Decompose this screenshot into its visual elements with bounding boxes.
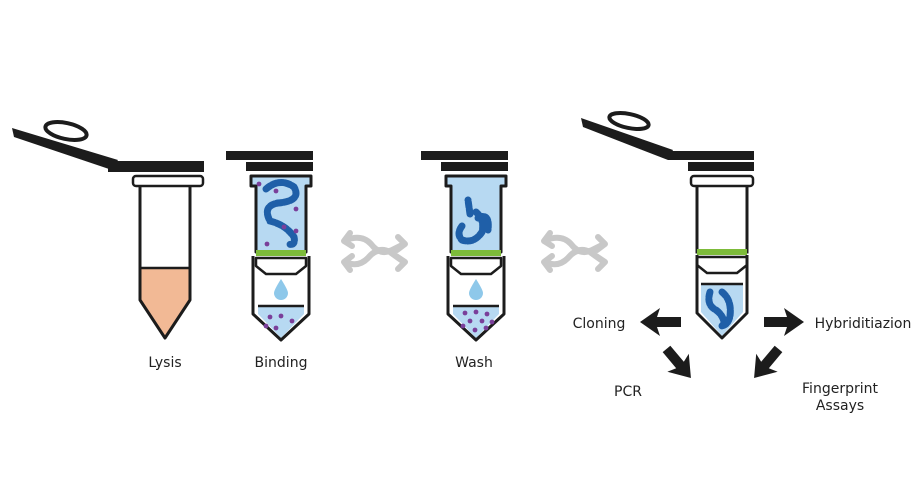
cycle-arrows-icon bbox=[541, 230, 608, 273]
dna-strand-icon bbox=[262, 179, 300, 248]
lysis-tube-icon bbox=[12, 120, 205, 340]
cloning-label: Cloning bbox=[572, 316, 626, 332]
elution-tube-icon bbox=[581, 110, 755, 340]
binding-column-icon bbox=[226, 151, 313, 342]
drop-icon bbox=[469, 279, 483, 300]
binding-label: Binding bbox=[254, 355, 308, 371]
wash-column-icon bbox=[421, 151, 508, 342]
fingerprint-label-line1: Fingerprint bbox=[802, 381, 878, 397]
dna-strand-icon bbox=[455, 196, 492, 245]
drop-icon bbox=[274, 279, 288, 300]
lysis-label: Lysis bbox=[148, 355, 182, 371]
dna-strand-icon bbox=[705, 288, 734, 330]
wash-label: Wash bbox=[455, 355, 493, 371]
fingerprint-label: Fingerprint Assays bbox=[790, 381, 890, 415]
arrow-icon bbox=[640, 308, 804, 379]
fingerprint-label-line2: Assays bbox=[815, 398, 865, 414]
cycle-arrows-icon bbox=[341, 230, 408, 273]
hybridization-label: Hybriditiazion bbox=[814, 316, 912, 332]
pcr-label: PCR bbox=[614, 384, 642, 400]
